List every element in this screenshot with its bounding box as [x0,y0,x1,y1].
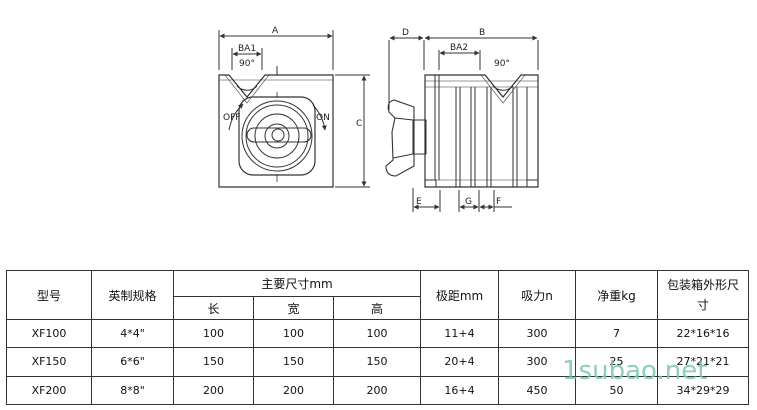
header-pole-pitch: 极距mm [420,270,500,320]
cell-package: 22*16*16 [657,318,750,349]
front-angle-label: 90° [239,59,255,69]
spec-table: 型号 英制规格 主要尺寸mm 极距mm 吸力n 净重kg 包装箱外形尺寸 长 宽… [6,270,750,406]
dim-d-label: D [402,28,409,38]
cell-height: 100 [332,318,422,349]
cell-imperial: 6*6" [91,347,174,377]
cell-force: 300 [498,318,577,349]
header-width: 宽 [253,296,334,320]
cell-length: 150 [173,347,254,377]
side-view [385,35,539,212]
cell-width: 200 [253,375,334,406]
cell-pole-pitch: 20+4 [420,347,500,377]
off-label: OFF [223,113,240,123]
cell-model: XF150 [6,347,92,377]
cell-package: 27*21*21 [657,347,750,377]
cell-imperial: 8*8" [91,375,174,406]
cell-weight: 7 [575,318,659,349]
cell-imperial: 4*4" [91,318,174,349]
cell-weight: 50 [575,375,659,406]
header-length: 长 [173,296,254,320]
header-package: 包装箱外形尺寸 [657,270,750,320]
dim-c-label: C [356,119,362,129]
cell-force: 450 [498,375,577,406]
dim-e-label: E [416,197,422,207]
table-row: XF200 8*8" 200 200 200 16+4 450 50 34*29… [6,375,750,406]
header-model: 型号 [6,270,92,320]
watermark: 1subao.net [562,356,708,386]
cell-package: 34*29*29 [657,375,750,406]
cell-model: XF100 [6,318,92,349]
cell-pole-pitch: 11+4 [420,318,500,349]
header-imperial: 英制规格 [91,270,174,320]
header-weight: 净重kg [575,270,659,320]
on-label: ON [316,113,330,123]
cell-pole-pitch: 16+4 [420,375,500,406]
header-force: 吸力n [498,270,577,320]
cell-height: 150 [332,347,422,377]
cell-length: 100 [173,318,254,349]
header-height: 高 [332,296,422,320]
table-row: XF100 4*4" 100 100 100 11+4 300 7 22*16*… [6,318,750,349]
cell-force: 300 [498,347,577,377]
cell-height: 200 [332,375,422,406]
dim-ba2-label: BA2 [450,43,468,53]
front-view [218,30,370,188]
header-main-dims: 主要尺寸mm [172,270,422,297]
cell-width: 150 [253,347,334,377]
side-angle-label: 90° [494,59,510,69]
dim-g-label: G [465,197,472,207]
dim-ba1-label: BA1 [238,44,256,54]
technical-drawing: A BA1 90° OFF ON C [218,26,539,212]
dim-f-label: F [496,197,501,207]
cell-width: 100 [253,318,334,349]
dim-b-label: B [479,28,485,38]
cell-length: 200 [173,375,254,406]
cell-model: XF200 [6,375,92,406]
dim-a-label: A [272,26,279,36]
